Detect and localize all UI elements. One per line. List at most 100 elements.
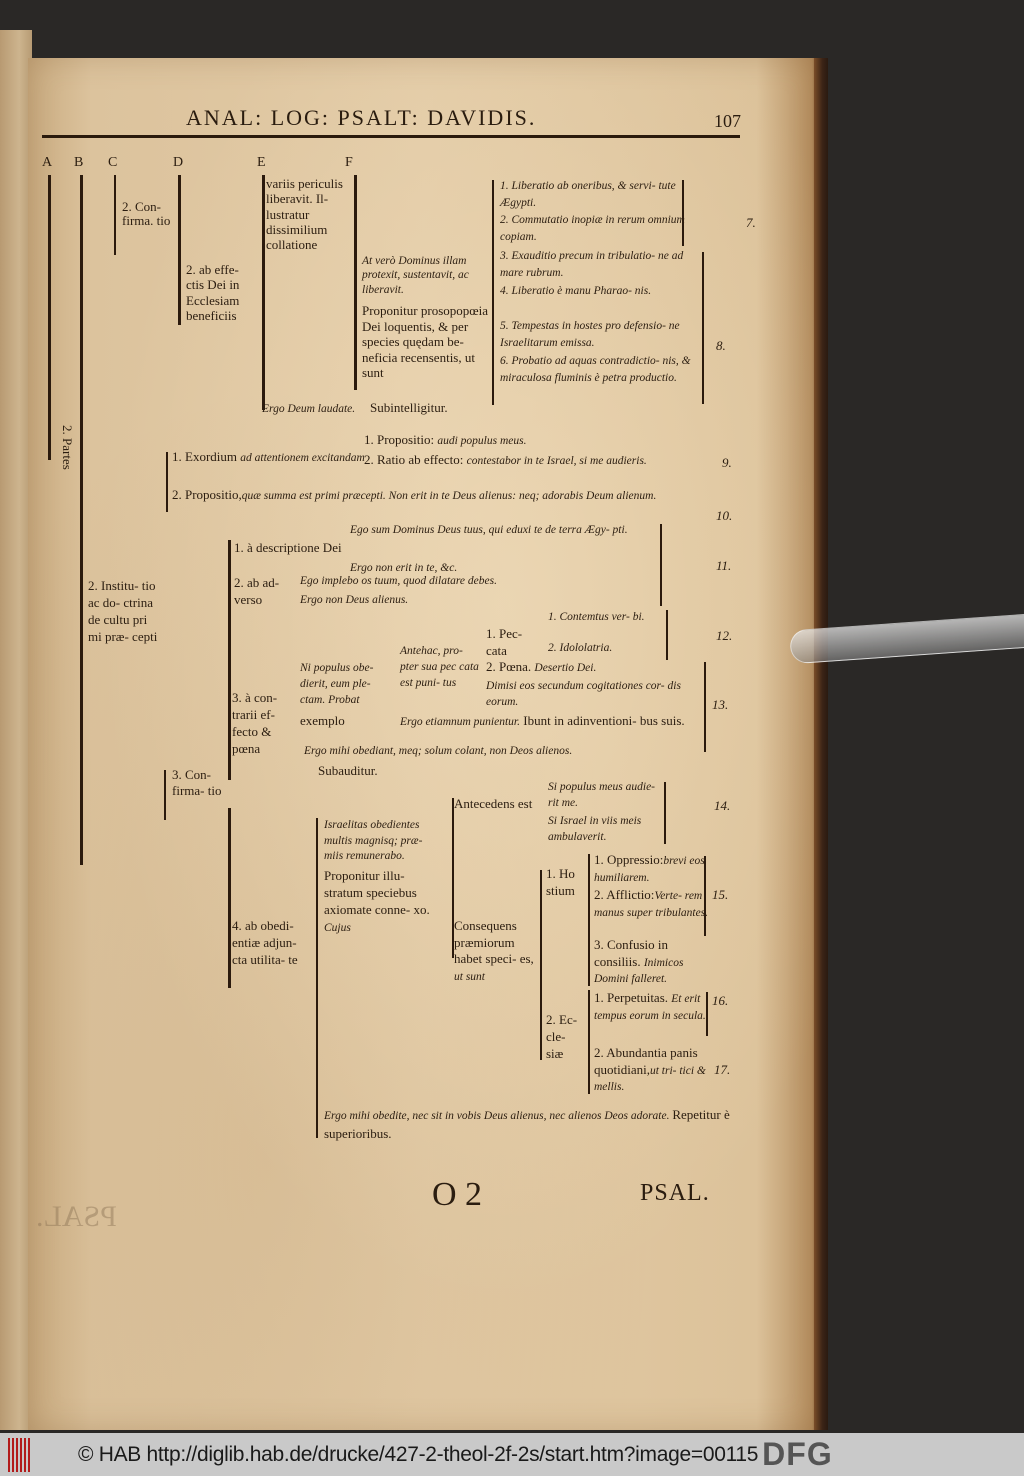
subintelligitur: Subintelligitur. — [370, 400, 448, 415]
at-vero: At verò Dominus illam protexit, sustenta… — [362, 255, 469, 296]
si-populus: Si populus meus audie- rit me. — [548, 781, 656, 809]
exordium: 1. Exordium ad attentionem excitandam — [172, 449, 365, 464]
footer-bar: © HAB http://diglib.hab.de/drucke/427-2-… — [0, 1433, 1024, 1476]
consequens: Consequens præmiorum habet speci- es, ut… — [454, 918, 534, 983]
ego-implebo: Ego implebo os tuum, quod dilatare debes… — [300, 575, 497, 587]
proponitur-prosopopoeia: Proponitur prosopopœia Dei loquentis, & … — [362, 303, 489, 381]
abundantia: 2. Abundantia panis quotidiani,ut tri- t… — [594, 1045, 706, 1094]
show-through-catchword: PSAL. — [36, 1200, 117, 1233]
signature-mark: O 2 — [432, 1176, 483, 1213]
bracket-line-a — [48, 175, 51, 460]
dimisi: Dimisi eos secundum cogitationes cor- di… — [486, 680, 681, 709]
catchword: PSAL. — [640, 1180, 710, 1206]
variis-periculis: variis periculis liberavit. Il- lustratu… — [266, 176, 343, 253]
ergo-non-erit: Ergo non erit in te, &c. — [350, 562, 458, 574]
facing-page-edge — [0, 30, 32, 1430]
column-letter-e: E — [257, 155, 266, 170]
hab-logo-icon — [8, 1437, 32, 1472]
ni-populus: Ni populus obe- dierit, eum ple- ctam. P… — [300, 662, 374, 707]
beneficium-1: 1. Liberatio ab oneribus, & servi- tute … — [500, 180, 676, 209]
bracket-verse-13 — [704, 662, 706, 752]
header-rule — [42, 135, 740, 138]
afflictio: 2. Afflictio:Verte- rem manus super trib… — [594, 887, 709, 919]
bracket-verse-8 — [702, 252, 704, 404]
ab-adverso: 2. ab ad- verso — [234, 575, 280, 607]
bracket-hostium-ecclesiae — [540, 870, 542, 1060]
beneficium-2: 2. Commutatio inopiæ in rerum omnium cop… — [500, 214, 685, 243]
ecclesiae: 2. Ec- cle- siæ — [546, 1012, 578, 1061]
verse-number-11: 11. — [716, 558, 732, 573]
perpetuitas: 1. Perpetuitas. Et erit tempus eorum in … — [594, 990, 706, 1022]
antehac: Antehac, pro- pter sua pec cata est puni… — [400, 645, 479, 690]
bracket-verse-12 — [666, 610, 668, 660]
a-descriptione: 1. à descriptione Dei — [234, 540, 342, 555]
ergo-deum-laudate: Ergo Deum laudate. — [262, 403, 356, 415]
verse-number-10: 10. — [716, 508, 733, 523]
verse-number-15: 15. — [712, 887, 729, 902]
partes-label: 2. Partes — [60, 425, 75, 470]
bracket-verse-14 — [664, 782, 666, 844]
beneficium-5: 5. Tempestas in hostes pro defensio- ne … — [500, 320, 680, 349]
antecedens: Antecedens est — [454, 796, 533, 811]
verse-number-12: 12. — [716, 628, 733, 643]
ergo-non-deus: Ergo non Deus alienus. — [300, 594, 409, 606]
column-letter-f: F — [345, 155, 353, 170]
bracket-ecclesiae-items — [588, 990, 590, 1094]
beneficium-6: 6. Probatio ad aquas contradictio- nis, … — [500, 355, 691, 384]
column-letter-d: D — [173, 155, 184, 170]
verse-number-14: 14. — [714, 798, 731, 813]
page-number: 107 — [714, 111, 741, 131]
bracket-line-e — [262, 175, 265, 410]
confirmatio-lower: 3. Con- firma- tio — [172, 767, 222, 799]
institutio: 2. Institu- tio ac do- ctrina de cultu p… — [88, 578, 158, 644]
ab-obedientiae: 4. ab obedi- entiæ adjun- cta utilita- t… — [232, 918, 298, 967]
bracket-verse-15 — [704, 856, 706, 936]
bracket-verse-11 — [660, 524, 662, 606]
running-head: ANAL: LOG: PSALT: DAVIDIS. — [186, 105, 537, 130]
page-fore-edge — [814, 58, 828, 1430]
bracket-exordium — [166, 452, 168, 512]
bracket-c — [114, 175, 116, 255]
bracket-line-b — [80, 175, 83, 865]
bracket-verse-16 — [706, 992, 708, 1036]
poena: 2. Pœna. Desertio Dei. — [486, 659, 597, 674]
beneficium-4: 4. Liberatio è manu Pharao- nis. — [500, 285, 652, 297]
subauditur: Subauditur. — [318, 763, 378, 778]
peccata: 1. Pec- cata — [486, 626, 523, 658]
book-page — [28, 58, 820, 1430]
verse-number-13: 13. — [712, 697, 729, 712]
a-contrarii: 3. à con- trarii ef- fecto & pœna — [232, 690, 278, 756]
bracket-antecedens-consequens — [452, 798, 454, 958]
ergo-etiamnum: Ergo etiamnum punientur. Ibunt in adinve… — [400, 713, 685, 728]
ego-sum: Ego sum Dominus Deus tuus, qui eduxi te … — [350, 524, 628, 536]
bracket-beneficia — [492, 180, 494, 405]
bracket-confirmatio-lower — [164, 770, 166, 820]
bracket-line-d — [178, 175, 181, 325]
hostium: 1. Ho stium — [546, 866, 575, 898]
bracket-israelitas — [316, 818, 318, 1138]
idololatria: 2. Idololatria. — [548, 642, 613, 654]
ab-effectis: 2. ab effe- ctis Dei in Ecclesiam benefi… — [186, 262, 240, 323]
ergo-mihi-obedite: Ergo mihi obedite, nec sit in vobis Deus… — [324, 1107, 730, 1141]
verse-number-8: 8. — [716, 338, 726, 353]
confusio: 3. Confusio in consiliis. Inimicos Domin… — [594, 937, 684, 986]
verse-number-9: 9. — [722, 455, 732, 470]
bracket-line-confirmatio — [228, 808, 231, 988]
column-letter-b: B — [74, 155, 84, 170]
confirmatio-top: 2. Con- firma. tio — [122, 199, 171, 229]
bracket-hostium-items — [588, 854, 590, 986]
proponitur-illustratum: Proponitur illu- stratum speciebus axiom… — [324, 868, 430, 934]
copyright-link[interactable]: © HAB http://diglib.hab.de/drucke/427-2-… — [78, 1442, 759, 1466]
contemptus: 1. Contemtus ver- bi. — [548, 611, 645, 623]
bracket-verse-7 — [682, 180, 684, 246]
verse-number-7: 7. — [746, 215, 756, 230]
propositio-sub: 1. Propositio: audi populus meus. — [364, 432, 527, 447]
verse-number-16: 16. — [712, 993, 729, 1008]
column-letter-c: C — [108, 155, 118, 170]
israelitas: Israelitas obedientes multis magnisq; pr… — [324, 819, 423, 863]
beneficium-3: 3. Exauditio precum in tribulatio- ne ad… — [500, 250, 684, 279]
column-letter-a: A — [42, 155, 53, 170]
bracket-line-f — [354, 175, 357, 390]
si-israel: Si Israel in viis meis ambulaverit. — [548, 815, 642, 843]
ergo-mihi-obediant: Ergo mihi obediant, meq; solum colant, n… — [304, 745, 573, 757]
